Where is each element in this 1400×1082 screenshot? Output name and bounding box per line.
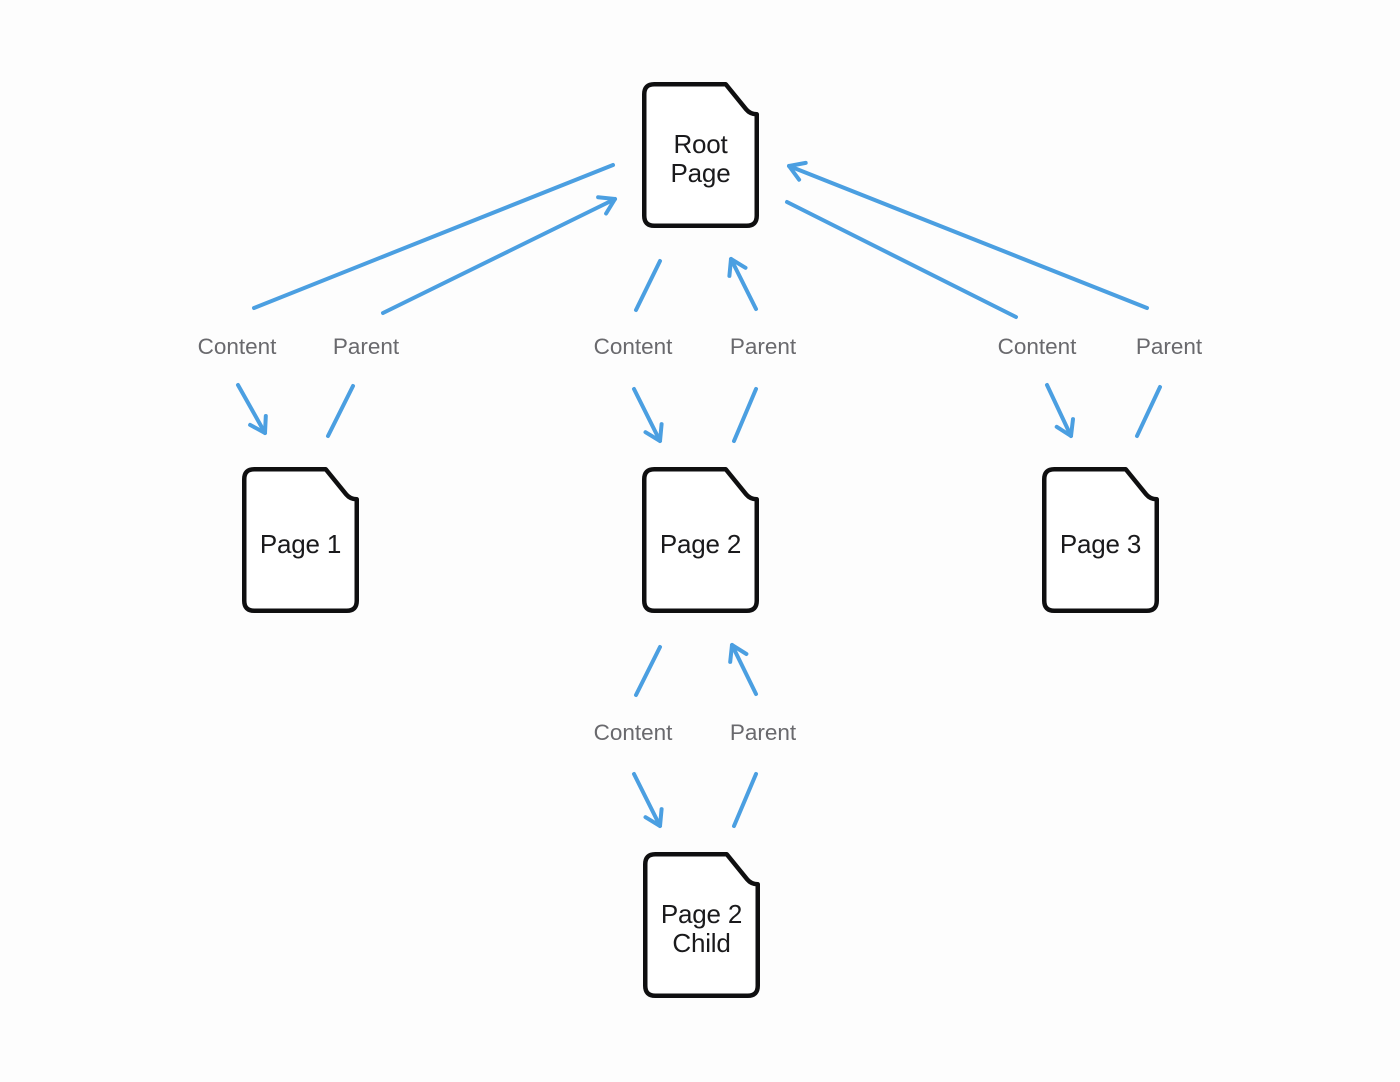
connector-line-content-from-label-to-child	[632, 772, 662, 828]
document-outline	[1042, 467, 1159, 613]
node-page-1[interactable]: Page 1	[242, 467, 359, 613]
connector-line-parent-from-child-to-label	[732, 772, 758, 828]
connector-line-parent-from-child-to-label	[732, 387, 758, 443]
connector-group-root-page-and-page-2[interactable]	[632, 257, 758, 443]
document-outline	[642, 82, 759, 228]
document-outline	[643, 852, 760, 998]
node-label-line: Root	[673, 129, 728, 159]
connector-line-parent-from-label-to-root	[729, 257, 758, 311]
document-shape-icon	[242, 467, 359, 613]
connector-group-root-page-and-page-3[interactable]	[785, 160, 1162, 438]
arrowhead-icon	[248, 414, 268, 435]
document-shape-icon	[1042, 467, 1159, 613]
document-outline	[642, 467, 759, 613]
node-label: Page 1	[242, 467, 359, 613]
connector-label-content[interactable]: Content	[197, 334, 277, 359]
node-label-line: Child	[672, 928, 731, 958]
connector-line-content-from-root-to-label	[634, 645, 662, 697]
connector-label-parent[interactable]: Parent	[332, 334, 400, 359]
node-label: Page 2	[642, 467, 759, 613]
node-label: Page 3	[1042, 467, 1159, 613]
node-label-line: Page 2	[659, 528, 742, 559]
node-label-line: Page 1	[259, 528, 342, 559]
connector-group-page-2-and-page-2-child[interactable]	[632, 643, 758, 828]
node-label-line: Page	[670, 158, 731, 188]
connector-label-parent[interactable]: Parent	[1135, 334, 1203, 359]
node-label-line: Page 2	[660, 899, 743, 929]
arrowhead-icon	[1054, 417, 1075, 438]
document-shape-icon	[643, 852, 760, 998]
arrowhead-icon	[787, 160, 808, 182]
connector-label-content[interactable]: Content	[997, 334, 1077, 359]
connector-line-content-from-root-to-label	[634, 259, 662, 312]
arrowhead-icon	[727, 257, 748, 278]
connector-line-content-from-root-to-label	[785, 200, 1018, 319]
document-shape-icon	[642, 467, 759, 613]
arrowhead-icon	[596, 195, 617, 216]
connector-line-content-from-label-to-child	[236, 383, 267, 435]
node-label-line: Page 3	[1059, 528, 1142, 559]
node-page-2[interactable]: Page 2	[642, 467, 759, 613]
connector-label-content[interactable]: Content	[593, 334, 673, 359]
document-outline	[242, 467, 359, 613]
document-shape-icon	[642, 82, 759, 228]
connector-line-parent-from-child-to-label	[1135, 385, 1162, 438]
connector-line-parent-from-label-to-root	[381, 197, 617, 315]
connector-line-content-from-label-to-child	[1045, 383, 1073, 438]
node-page-3[interactable]: Page 3	[1042, 467, 1159, 613]
connector-label-content[interactable]: Content	[593, 720, 673, 745]
connector-label-parent[interactable]: Parent	[729, 334, 797, 359]
arrowhead-icon	[643, 807, 664, 828]
arrowhead-icon	[643, 422, 664, 443]
connector-line-parent-from-label-to-root	[787, 164, 1149, 310]
connector-label-parent[interactable]: Parent	[729, 720, 797, 745]
connector-group-root-page-and-page-1[interactable]	[236, 163, 617, 438]
connector-line-content-from-label-to-child	[632, 387, 662, 443]
connector-line-content-from-root-to-label	[252, 163, 615, 310]
connector-line-parent-from-label-to-root	[730, 643, 758, 696]
arrowhead-icon	[728, 643, 749, 664]
connector-line-parent-from-child-to-label	[326, 384, 355, 438]
